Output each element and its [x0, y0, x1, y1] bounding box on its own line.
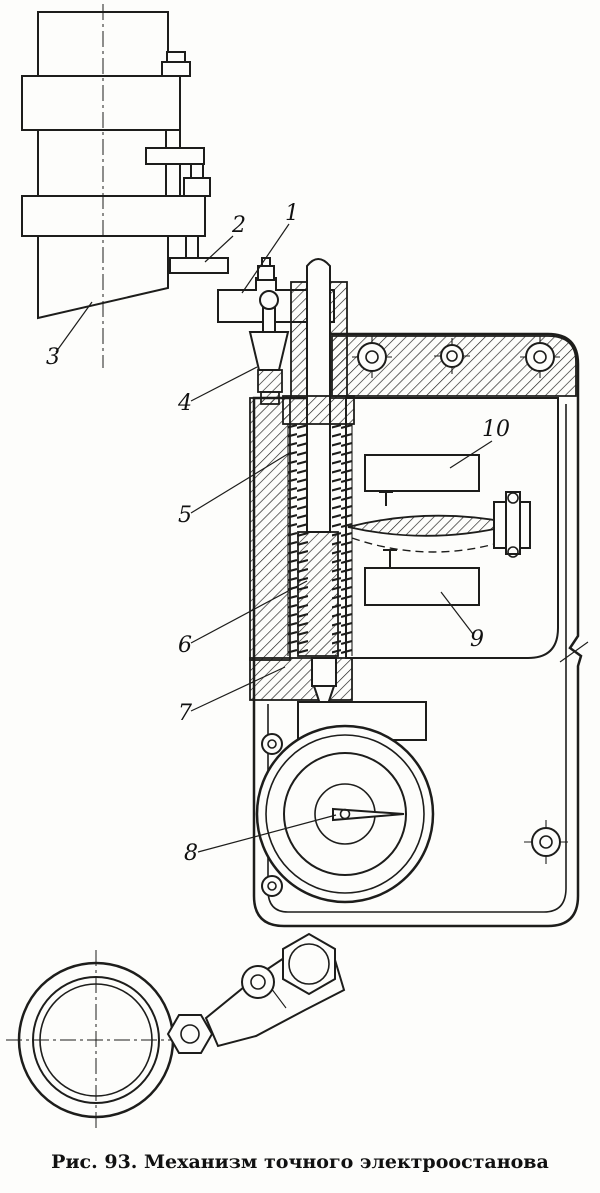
dial-needle: [332, 807, 405, 822]
spring-housing: [249, 397, 427, 741]
leader-3: [55, 301, 93, 353]
leader-7: [190, 666, 286, 712]
bolt-hole-bottom-right: [524, 820, 568, 864]
spindle-assembly: [21, 4, 229, 368]
housing-inner-border: [267, 404, 567, 913]
clamp-stem: [190, 163, 204, 179]
leader-5: [190, 451, 292, 514]
column-wall-right: [329, 281, 348, 399]
leader-6: [190, 580, 308, 644]
bolt-hole-middle: [434, 338, 470, 374]
hex-bolt-circle: [288, 943, 330, 985]
part-labels: 1 2 3 4 5 6 7 8 9 10: [46, 201, 510, 866]
part-label-2: 2: [231, 213, 246, 238]
contact-pin-upper: [379, 491, 393, 506]
collet-cone: [248, 331, 290, 371]
leader-1: [241, 223, 290, 294]
plunger: [297, 531, 339, 657]
housing-wall-left: [249, 397, 291, 661]
part-label-3: 3: [46, 345, 60, 370]
part-label-8: 8: [184, 841, 198, 866]
hex-nut-hole: [180, 1024, 200, 1044]
collet: [248, 290, 290, 405]
contact-pin-lower: [383, 549, 397, 568]
lever-pivot-hole: [250, 974, 266, 990]
part-label-9: 9: [470, 627, 484, 652]
bolt-hole-right: [520, 336, 560, 378]
dial-hub: [339, 808, 351, 820]
dial-rim-inner: [265, 734, 425, 894]
leader-lines: [55, 223, 493, 853]
bracket-stem: [185, 235, 199, 259]
dial-face: [283, 752, 407, 876]
top-bolt-head: [161, 61, 191, 77]
figure-caption: Рис. 93. Механизм точного электроостанов…: [51, 1151, 549, 1173]
eyepiece-ring: [6, 950, 214, 1132]
edge-break-mark: [559, 641, 589, 663]
collet-ball: [259, 290, 279, 310]
part-label-10: 10: [482, 417, 510, 442]
dial-indicator: [255, 724, 435, 904]
clamp-nut: [183, 177, 211, 197]
arm-pin-head: [257, 265, 275, 281]
part-label-7: 7: [178, 701, 192, 726]
bolt-hole-left: [352, 336, 392, 378]
collet-ring-upper: [257, 369, 283, 393]
leaf-spring-clamp: [493, 491, 531, 558]
part-label-6: 6: [178, 633, 192, 658]
mounting-collar: [145, 147, 205, 165]
rod-tip-block: [311, 657, 337, 687]
part-label-4: 4: [177, 391, 192, 416]
part-label-1: 1: [285, 201, 299, 226]
lever-pivot: [241, 965, 275, 999]
leader-4: [190, 366, 258, 402]
part-label-5: 5: [178, 503, 192, 528]
lower-flange: [21, 195, 206, 237]
leader-9: [440, 591, 474, 635]
leader-8: [197, 814, 337, 853]
column-collar: [282, 395, 355, 425]
leader-2: [204, 235, 234, 263]
contact-block-lower: [364, 567, 480, 606]
lever-assembly: [204, 932, 346, 1048]
screw-lower-left: [261, 875, 283, 897]
rod-column: [282, 258, 355, 533]
column-wall-left: [290, 281, 308, 399]
upper-flange: [21, 75, 181, 131]
stop-bracket-foot: [169, 257, 229, 274]
hex-nut: [166, 1014, 214, 1054]
screw-upper-left: [261, 733, 283, 755]
leader-10: [449, 440, 493, 469]
